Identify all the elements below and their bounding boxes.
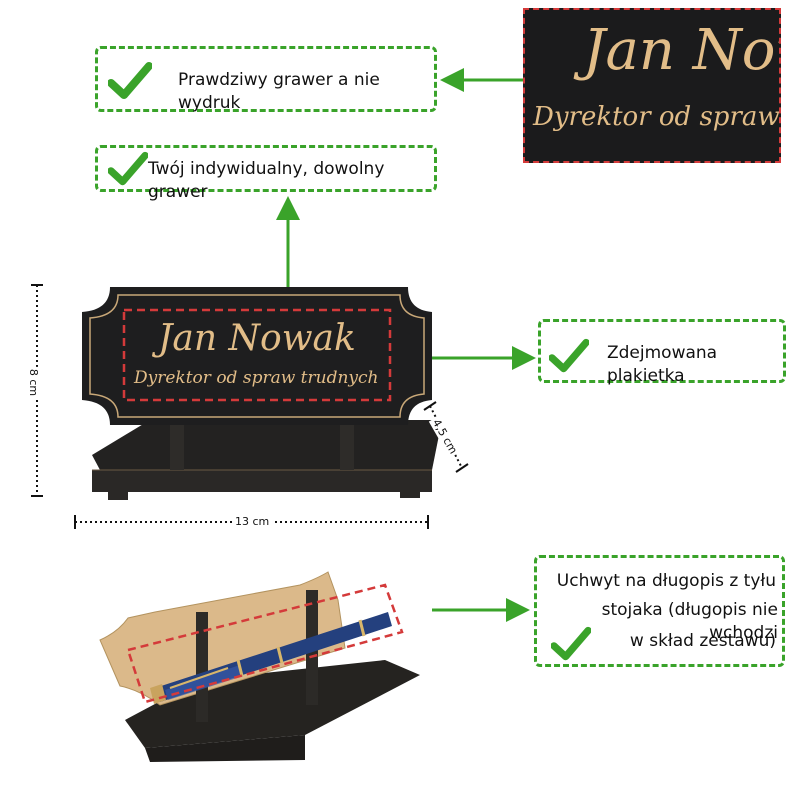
dimension-width: 13 cm	[232, 515, 273, 528]
feature-label: Zdejmowana plakietka	[607, 343, 718, 386]
feature-label: Prawdziwy grawer a nie wydruk	[178, 70, 380, 113]
feature-label-line: w skład zestawu)	[629, 631, 776, 651]
feature-box-pen-holder: Uchwyt na długopis z tyłu stojaka (długo…	[534, 555, 785, 667]
feature-box-custom: Twój indywidualny, dowolny grawer	[95, 145, 437, 202]
check-icon	[108, 62, 152, 99]
engraving-closeup: Jan Nowak Dyrektor od spraw trudnych	[523, 8, 781, 163]
check-icon	[108, 151, 148, 186]
feature-label-line: Uchwyt na długopis z tyłu	[556, 571, 776, 591]
plaque-title: Dyrektor od spraw trudnych	[134, 368, 379, 388]
feature-box-removable: Zdejmowana plakietka	[538, 319, 786, 386]
feature-label-line: stojaka (długopis nie wchodzi	[601, 600, 778, 643]
feature-box-engraving: Prawdziwy grawer a nie wydruk	[95, 46, 437, 113]
feature-label: Twój indywidualny, dowolny grawer	[148, 159, 385, 202]
check-icon	[549, 338, 589, 373]
closeup-name: Jan Nowak	[583, 18, 779, 83]
closeup-title: Dyrektor od spraw trudnych	[533, 102, 780, 132]
plaque-name: Jan Nowak	[158, 318, 356, 359]
check-icon	[551, 626, 591, 661]
